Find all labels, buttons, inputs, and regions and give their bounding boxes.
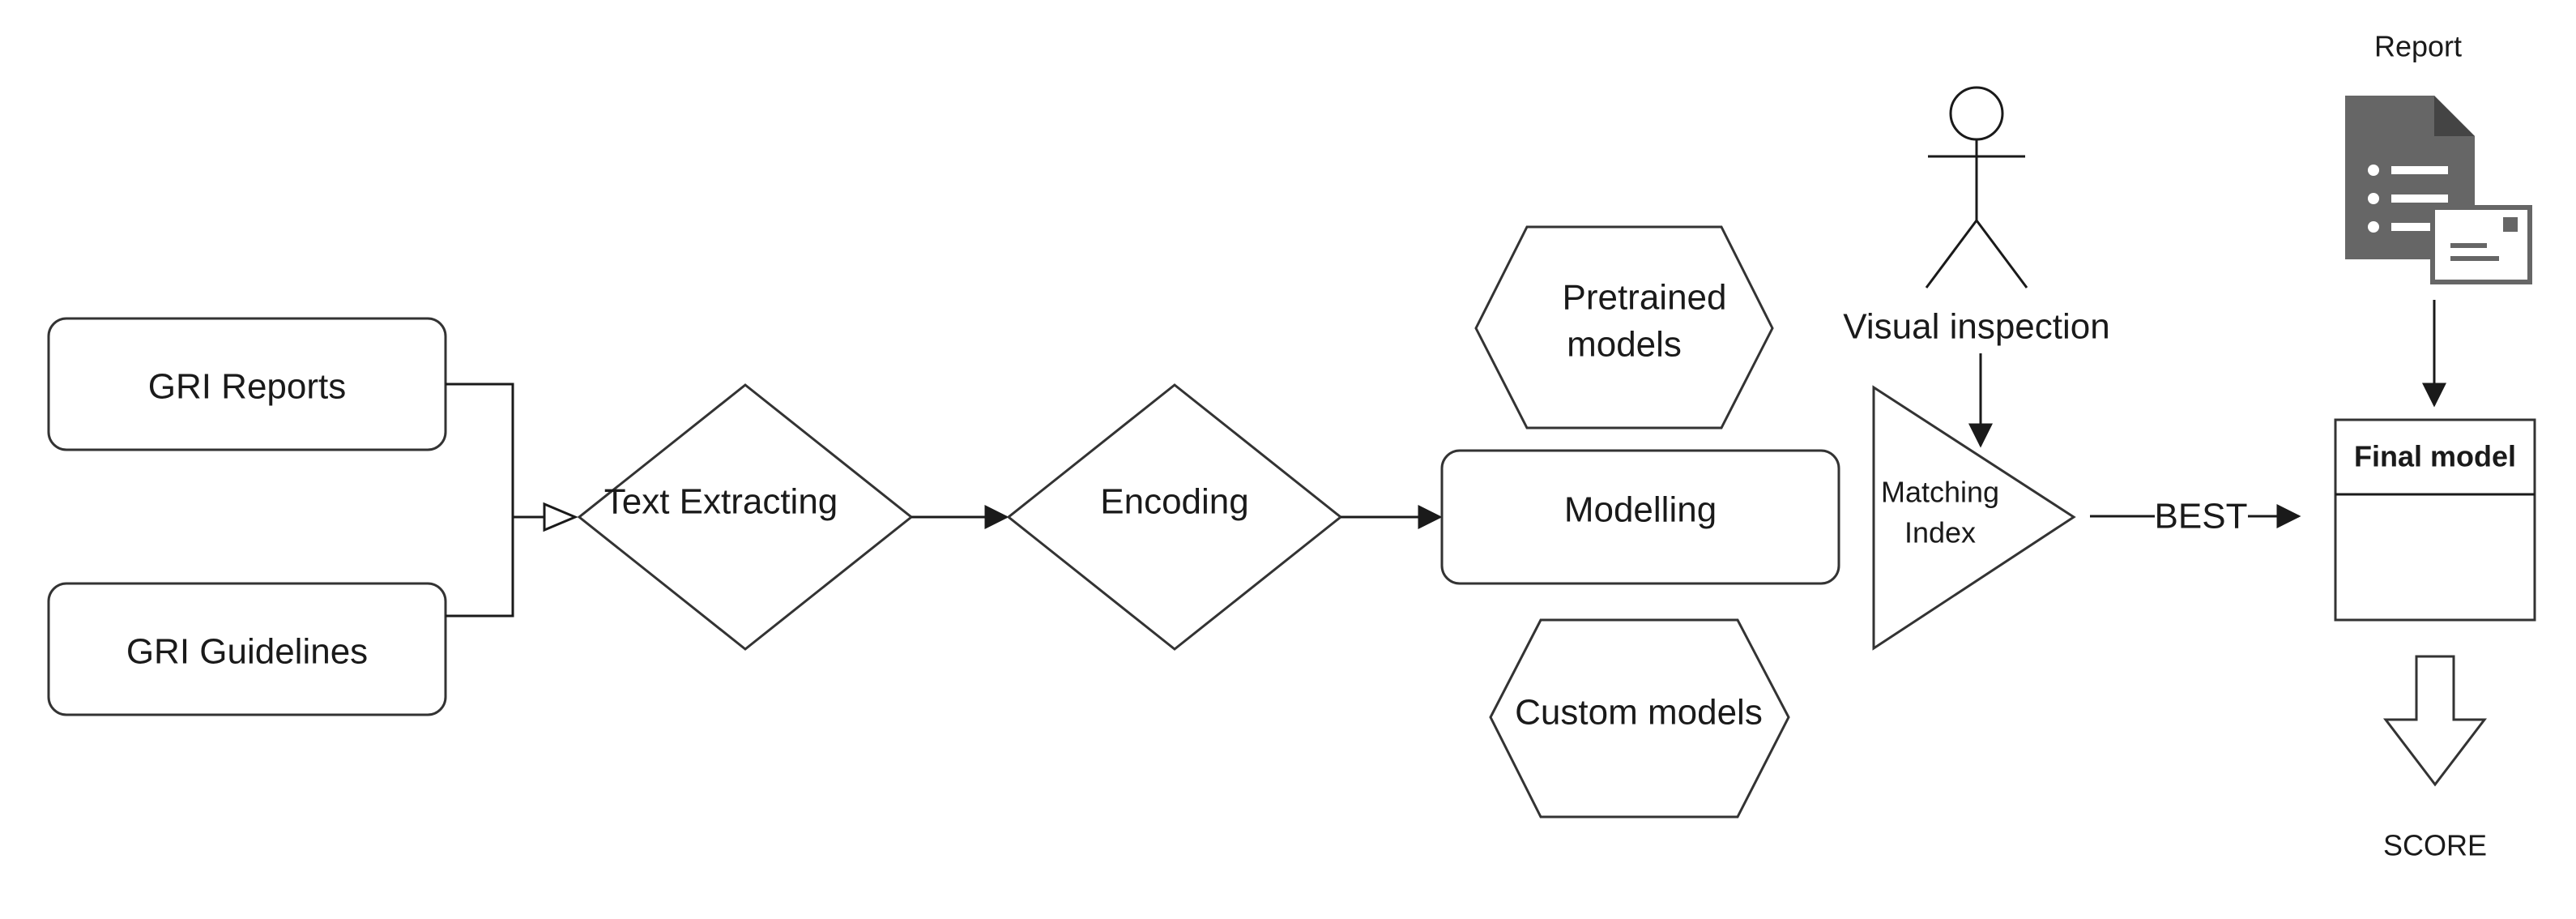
final-model-node: Final model	[2334, 418, 2536, 622]
modelling-label: Modelling	[1564, 490, 1717, 530]
matching-index-label-line2: Index	[1904, 516, 1976, 549]
matching-index-node: Matching Index	[1872, 385, 2076, 651]
gri-guidelines-label: GRI Guidelines	[126, 632, 368, 672]
document-icon	[2345, 96, 2532, 284]
gri-guidelines-node: GRI Guidelines	[47, 582, 447, 716]
text-extracting-node: Text Extracting	[577, 383, 914, 651]
down-arrow-icon	[2382, 655, 2488, 787]
matching-index-label-line1: Matching	[1881, 476, 1999, 509]
merge-connector	[446, 383, 578, 618]
hollow-arrow-head	[543, 502, 578, 532]
custom-models-label: Custom models	[1515, 693, 1763, 733]
pretrained-models-label-line2: models	[1567, 325, 1682, 365]
pretrained-models-node: Pretrained models	[1474, 225, 1774, 430]
encoding-node: Encoding	[1006, 383, 1343, 651]
text-extracting-label: Text Extracting	[604, 482, 838, 522]
report-label: Report	[2374, 30, 2462, 63]
modelling-node: Modelling	[1440, 449, 1840, 585]
gri-reports-node: GRI Reports	[47, 317, 447, 451]
edge-best: BEST	[2090, 497, 2301, 536]
best-edge-label: BEST	[2155, 497, 2248, 536]
person-icon	[1925, 86, 2028, 289]
score-label: SCORE	[2383, 829, 2487, 862]
pretrained-models-label-line1: Pretrained	[1562, 278, 1726, 318]
visual-inspection-label: Visual inspection	[1843, 307, 2109, 347]
custom-models-node: Custom models	[1489, 618, 1790, 819]
final-model-label: Final model	[2354, 440, 2516, 473]
encoding-label: Encoding	[1100, 482, 1248, 522]
gri-reports-label: GRI Reports	[148, 367, 347, 407]
